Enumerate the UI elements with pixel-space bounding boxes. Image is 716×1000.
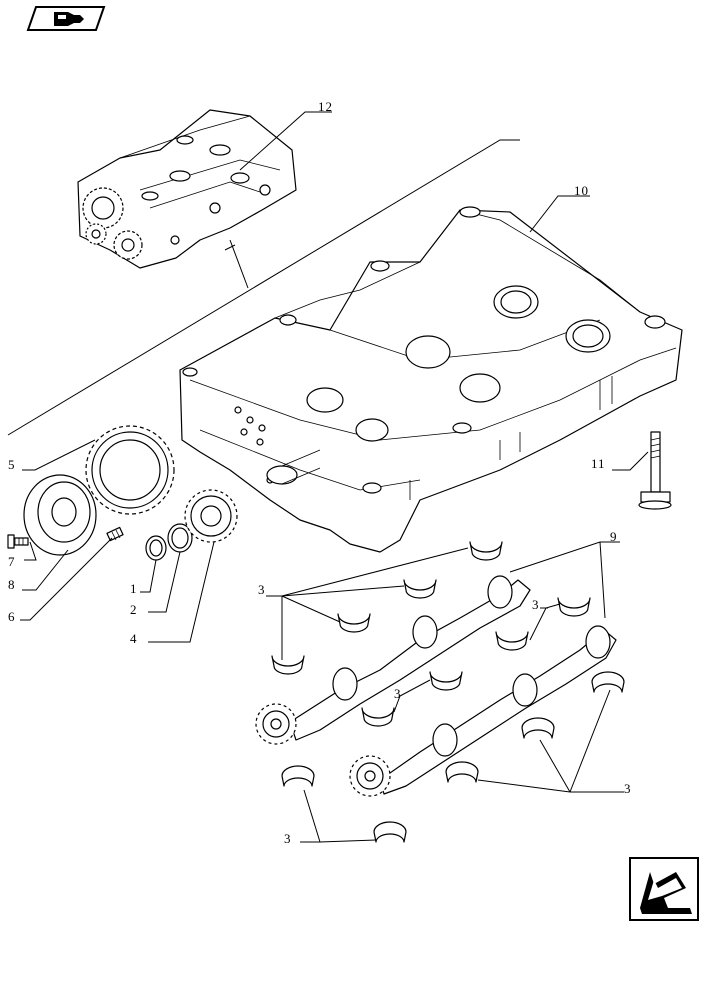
callout-3e: 3	[284, 831, 292, 846]
callout-1: 1	[130, 581, 138, 596]
previous-page-arrow-icon[interactable]	[629, 857, 699, 921]
callout-7: 7	[8, 554, 16, 569]
bolt-11	[638, 431, 672, 510]
screw-6	[106, 526, 124, 542]
snap-ring-1	[145, 535, 167, 561]
leader-line-3e	[300, 789, 377, 843]
camshaft-upper	[255, 575, 531, 745]
sprocket-5	[85, 425, 175, 515]
assembly-reference-tick	[229, 239, 249, 289]
leader-line-4	[148, 541, 215, 643]
callout-2: 2	[130, 602, 138, 617]
callout-12: 12	[318, 99, 333, 114]
callout-11: 11	[591, 456, 606, 471]
leader-line-1	[140, 559, 157, 593]
hub-8	[23, 474, 97, 556]
gear-4	[184, 489, 238, 543]
callout-10: 10	[574, 183, 589, 198]
screw-7	[7, 534, 29, 549]
callout-3d: 3	[624, 781, 632, 796]
leader-line-10	[529, 195, 590, 233]
leader-line-2	[148, 551, 181, 613]
leader-line-9a	[509, 541, 620, 573]
leader-line-5	[22, 439, 96, 471]
camshaft-support-housing	[179, 206, 683, 553]
leader-line-8	[22, 549, 69, 591]
callout-3a: 3	[258, 582, 266, 597]
leader-line-6	[20, 537, 113, 621]
leader-line-3d	[477, 689, 624, 793]
leader-line-9b	[599, 541, 606, 619]
callout-5: 5	[8, 457, 16, 472]
leader-line-3a	[266, 547, 469, 660]
callout-9: 9	[610, 529, 618, 544]
leader-line-3b	[529, 603, 561, 641]
book-navigation-icon[interactable]	[26, 6, 106, 31]
leader-line-12	[239, 111, 332, 171]
camshaft-lower	[349, 625, 617, 797]
callout-6: 6	[8, 609, 16, 624]
callout-8: 8	[8, 577, 16, 592]
leader-line-7	[24, 541, 37, 561]
assembly-reference-line	[7, 139, 520, 436]
callout-3b: 3	[532, 597, 540, 612]
bearing-shells	[271, 541, 625, 843]
leader-line-3c	[393, 679, 431, 713]
lubrication-pump-assembly-small	[77, 109, 297, 269]
callout-3c: 3	[394, 686, 402, 701]
callout-4: 4	[130, 631, 138, 646]
leader-line-11	[612, 451, 649, 471]
